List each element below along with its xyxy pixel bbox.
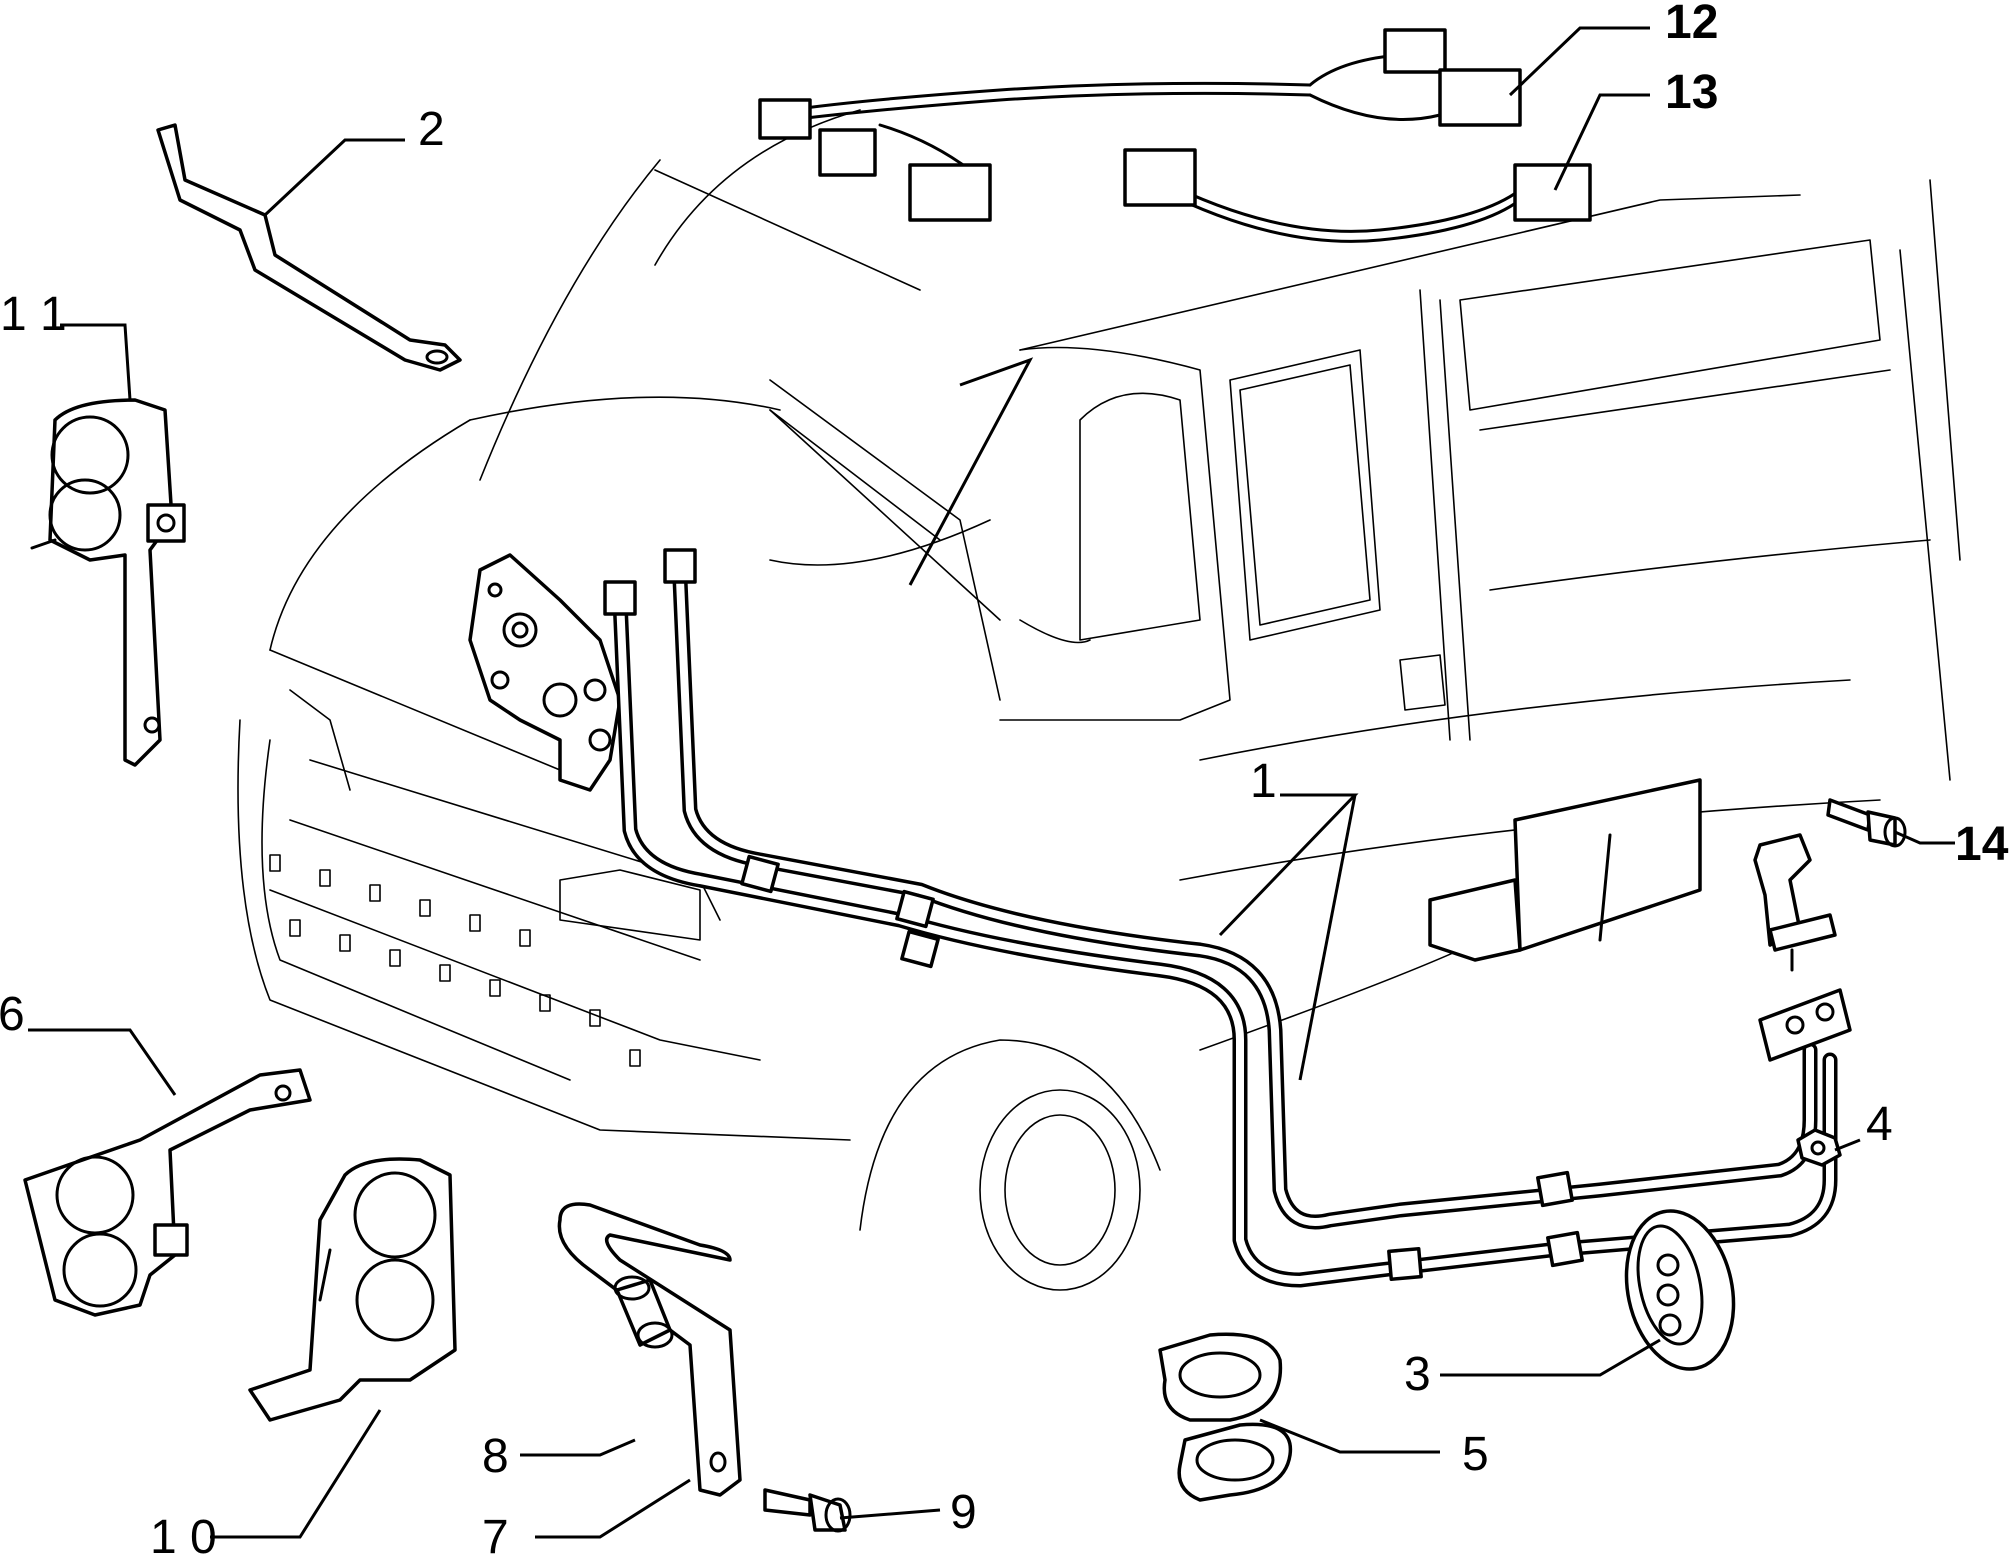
callout-12: 12	[1665, 0, 1718, 49]
callout-7: 7	[482, 1511, 509, 1554]
part-2-bracket	[156, 123, 462, 372]
part-12-13-wiring-connectors	[758, 28, 1592, 243]
part-3-grommet	[1624, 1209, 1736, 1371]
callout-2: 2	[418, 103, 445, 156]
callout-8: 8	[482, 1430, 509, 1483]
part-1-hose-assembly	[603, 548, 1852, 1288]
callout-3: 3	[1404, 1348, 1431, 1401]
callout-4: 4	[1866, 1098, 1893, 1151]
part-14-bolt	[1826, 798, 1907, 848]
callout-11: 1 1	[0, 288, 67, 341]
callout-14: 14	[1955, 818, 2009, 871]
callout-1: 1	[1250, 755, 1277, 808]
leader-lines	[28, 26, 1955, 1539]
callout-5: 5	[1462, 1428, 1489, 1481]
part-9-screw	[763, 1488, 852, 1533]
part-11-clamp	[30, 398, 186, 767]
part-10-clamp	[248, 1157, 457, 1422]
callout-6: 6	[0, 988, 25, 1041]
part-7-bracket	[557, 1202, 742, 1497]
callout-10: 1 0	[150, 1511, 217, 1554]
part-6-clamp	[23, 1068, 312, 1317]
part-5-clip	[1158, 1332, 1293, 1502]
callout-13: 13	[1665, 66, 1718, 119]
part-4-nut	[1796, 1128, 1842, 1167]
valve-plate	[468, 553, 622, 792]
part-8-spacer	[613, 1275, 674, 1349]
van-body-outline	[237, 109, 1961, 1291]
callout-9: 9	[950, 1486, 977, 1539]
heater-unit	[1428, 778, 1837, 972]
